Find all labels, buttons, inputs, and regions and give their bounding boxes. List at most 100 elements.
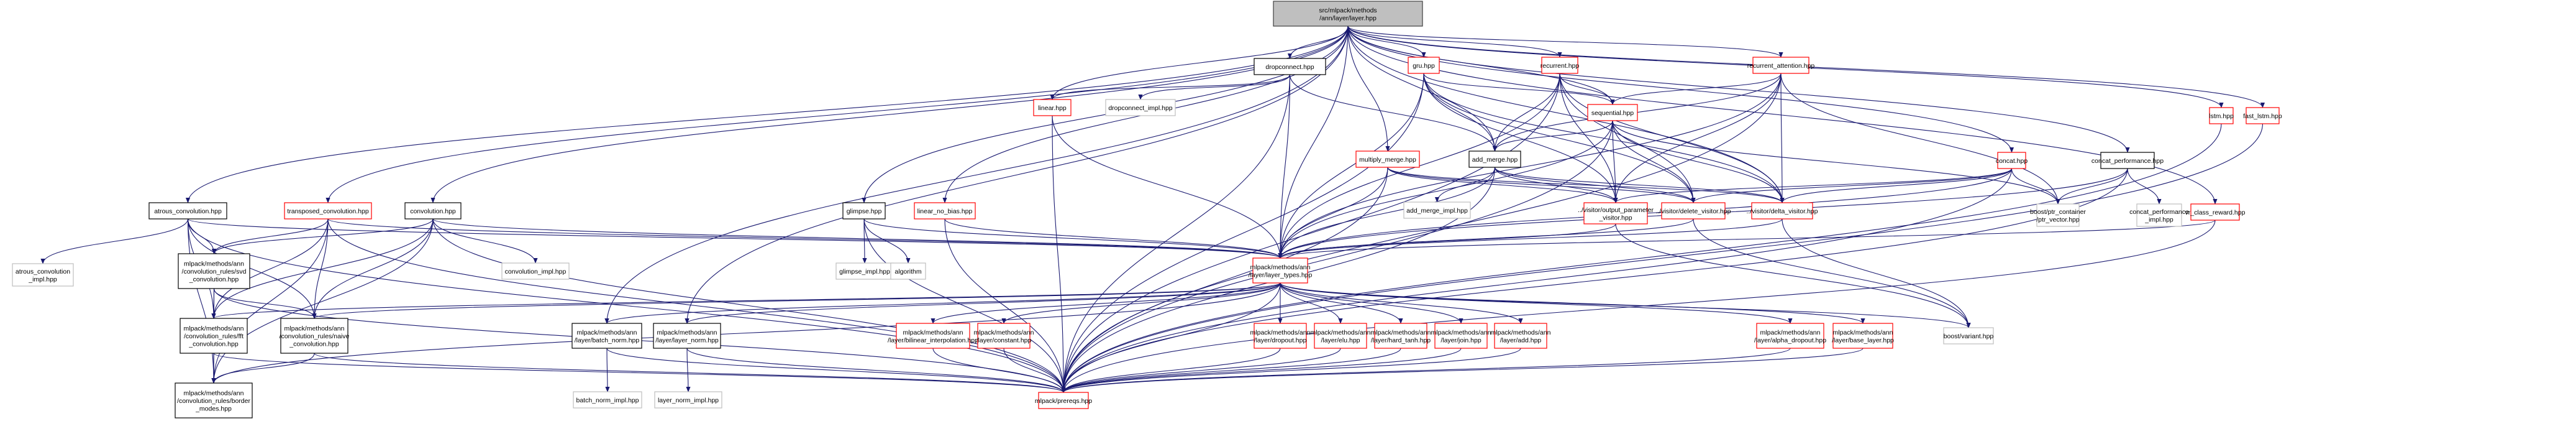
node-transposed[interactable]: transposed_convolution.hpp bbox=[284, 202, 372, 220]
edge-recurrent-to-sequential bbox=[1559, 73, 1615, 105]
node-output-parameter[interactable]: ../visitor/output_parameter_visitor.hpp bbox=[1578, 202, 1654, 224]
node-box bbox=[1434, 323, 1488, 349]
node-label: dropconnect_impl.hpp bbox=[1108, 104, 1172, 112]
nodes-layer: src/mlpack/methods/ann/layer/layer.hpp at… bbox=[12, 1, 2282, 419]
node-bilinear[interactable]: mlpack/methods/ann/layer/bilinear_interp… bbox=[888, 323, 978, 349]
edge-dropconnect-to-layer_types bbox=[1278, 74, 1291, 259]
node-border-modes[interactable]: mlpack/methods/ann/convolution_rules/bor… bbox=[175, 382, 253, 419]
node-box bbox=[1756, 323, 1824, 349]
node-label: linear_no_bias.hpp bbox=[917, 208, 973, 215]
node-gru[interactable]: gru.hpp bbox=[1408, 57, 1440, 74]
edge-vr_class_reward-to-prereqs bbox=[1061, 220, 2216, 393]
node-label: convolution_impl.hpp bbox=[505, 268, 567, 275]
edge-linear_no_bias-to-prereqs bbox=[944, 218, 1066, 393]
edge-recurrent-to-add_merge bbox=[1492, 73, 1560, 152]
node-layer-norm[interactable]: mlpack/methods/ann/layer/layer_norm.hpp bbox=[653, 323, 721, 349]
edge-alpha_dropout-to-prereqs bbox=[1061, 348, 1791, 393]
node-box bbox=[1494, 323, 1547, 349]
node-linear-no-bias[interactable]: linear_no_bias.hpp bbox=[914, 202, 976, 220]
node-fast-lstm[interactable]: fast_lstm.hpp bbox=[2243, 107, 2282, 124]
edge-recurrent-to-prereqs bbox=[1061, 73, 1560, 393]
node-box bbox=[571, 323, 642, 349]
node-label: /layer/constant.hpp bbox=[976, 336, 1032, 344]
edge-concat-to-delete_visitor bbox=[1691, 168, 2013, 203]
node-dropout[interactable]: mlpack/methods/ann/layer/dropout.hpp bbox=[1250, 323, 1311, 349]
node-label: /layer/join.hpp bbox=[1440, 336, 1481, 344]
edge-convolution-to-svd_conv bbox=[211, 218, 434, 254]
node-label: /ptr_vector.hpp bbox=[2036, 216, 2080, 223]
node-label: mlpack/methods/ann bbox=[974, 329, 1034, 336]
node-dropconnect-impl: dropconnect_impl.hpp bbox=[1105, 99, 1176, 116]
node-multiply-merge[interactable]: multiply_merge.hpp bbox=[1355, 150, 1420, 168]
edge-add_merge-to-add_merge_impl bbox=[1434, 167, 1496, 203]
node-batch-norm-impl: batch_norm_impl.hpp bbox=[573, 391, 642, 409]
node-fft-conv[interactable]: mlpack/methods/ann/convolution_rules/fft… bbox=[180, 318, 248, 354]
node-concat-performance[interactable]: concat_performance.hpp bbox=[2091, 152, 2164, 169]
node-recurrent[interactable]: recurrent.hpp bbox=[1541, 57, 1580, 74]
node-label: /layer/layer_norm.hpp bbox=[655, 336, 719, 344]
node-box bbox=[914, 202, 976, 220]
node-delta-visitor[interactable]: ../visitor/delta_visitor.hpp bbox=[1747, 202, 1818, 220]
node-recurrent-attention[interactable]: recurrent_attention.hpp bbox=[1747, 57, 1815, 74]
edge-sequential-to-output_parameter bbox=[1612, 120, 1618, 203]
node-label: /layer/elu.hpp bbox=[1321, 336, 1360, 344]
node-box bbox=[2246, 107, 2280, 124]
edge-atrous-to-prereqs bbox=[187, 218, 1066, 393]
edge-multiply_merge-to-delete_visitor bbox=[1387, 167, 1696, 203]
edge-svd_conv-to-naive_conv bbox=[213, 288, 317, 319]
node-vr-class-reward[interactable]: vr_class_reward.hpp bbox=[2185, 203, 2246, 221]
node-alpha-dropout[interactable]: mlpack/methods/ann/layer/alpha_dropout.h… bbox=[1754, 323, 1826, 349]
node-label: layer_norm_impl.hpp bbox=[658, 397, 719, 404]
node-label: _modes.hpp bbox=[195, 405, 232, 413]
edge-lstm-to-prereqs bbox=[1061, 123, 2222, 393]
edge-root-to-multiply_merge bbox=[1347, 25, 1390, 152]
node-label: vr_class_reward.hpp bbox=[2185, 209, 2246, 216]
node-label: mlpack/methods/ann bbox=[184, 325, 244, 333]
node-elu[interactable]: mlpack/methods/ann/layer/elu.hpp bbox=[1311, 323, 1371, 349]
node-box bbox=[890, 262, 926, 280]
node-label: /convolution_rules/fft bbox=[184, 333, 243, 340]
node-label: multiply_merge.hpp bbox=[1359, 156, 1416, 164]
node-atrous[interactable]: atrous_convolution.hpp bbox=[148, 202, 227, 220]
node-dropconnect[interactable]: dropconnect.hpp bbox=[1254, 58, 1326, 75]
node-box bbox=[1033, 99, 1072, 116]
node-sequential[interactable]: sequential.hpp bbox=[1587, 104, 1638, 121]
node-naive-conv[interactable]: mlpack/methods/ann/convolution_rules/nai… bbox=[280, 318, 350, 354]
node-layer-types[interactable]: mlpack/methods/ann/layer/layer_types.hpp bbox=[1249, 257, 1313, 284]
edge-vr_class_reward-to-layer_types bbox=[1278, 220, 2216, 259]
node-root[interactable]: src/mlpack/methods/ann/layer/layer.hpp bbox=[1273, 1, 1423, 27]
node-box bbox=[1583, 202, 1648, 224]
edge-delta_visitor-to-layer_types bbox=[1278, 218, 1783, 259]
node-label: glimpse.hpp bbox=[847, 208, 882, 215]
edge-dropconnect-to-dropconnect_impl bbox=[1138, 74, 1291, 100]
node-prereqs[interactable]: mlpack/prereqs.hpp bbox=[1035, 392, 1092, 409]
node-box bbox=[1943, 327, 1994, 345]
node-add-merge[interactable]: add_merge.hpp bbox=[1468, 150, 1521, 168]
node-add[interactable]: mlpack/methods/ann/layer/add.hpp bbox=[1491, 323, 1551, 349]
edge-atrous-to-border_modes bbox=[187, 218, 216, 384]
node-label: _impl.hpp bbox=[2144, 216, 2173, 223]
node-svd-conv[interactable]: mlpack/methods/ann/convolution_rules/svd… bbox=[178, 253, 250, 289]
node-hard-tanh[interactable]: mlpack/methods/ann/layer/hard_tanh.hpp bbox=[1371, 323, 1431, 349]
node-delete-visitor[interactable]: ../visitor/delete_visitor.hpp bbox=[1656, 202, 1731, 220]
node-join[interactable]: mlpack/methods/ann/layer/join.hpp bbox=[1431, 323, 1491, 349]
edge-atrous-to-layer_types bbox=[187, 218, 1283, 259]
node-box bbox=[2036, 203, 2080, 227]
node-convolution[interactable]: convolution.hpp bbox=[404, 202, 462, 220]
node-lstm[interactable]: lstm.hpp bbox=[2209, 107, 2234, 124]
node-linear[interactable]: linear.hpp bbox=[1033, 99, 1072, 116]
edge-naive_conv-to-border_modes bbox=[211, 353, 315, 384]
node-batch-norm[interactable]: mlpack/methods/ann/layer/batch_norm.hpp bbox=[571, 323, 642, 349]
node-constant[interactable]: mlpack/methods/ann/layer/constant.hpp bbox=[974, 323, 1034, 349]
edge-multiply_merge-to-prereqs bbox=[1061, 167, 1388, 393]
node-concat[interactable]: concat.hpp bbox=[1996, 152, 2028, 169]
edge-delta_visitor-to-variant bbox=[1782, 218, 1971, 328]
node-glimpse[interactable]: glimpse.hpp bbox=[842, 202, 886, 220]
edge-delete_visitor-to-layer_types bbox=[1278, 218, 1694, 259]
edge-root-to-convolution bbox=[430, 25, 1349, 203]
edge-root-to-layer_types bbox=[1278, 25, 1349, 259]
node-label: recurrent.hpp bbox=[1541, 62, 1580, 70]
edge-convolution-to-naive_conv bbox=[312, 218, 434, 319]
node-base-layer[interactable]: mlpack/methods/ann/layer/base_layer.hpp bbox=[1832, 323, 1894, 349]
node-label: linear.hpp bbox=[1038, 104, 1067, 112]
